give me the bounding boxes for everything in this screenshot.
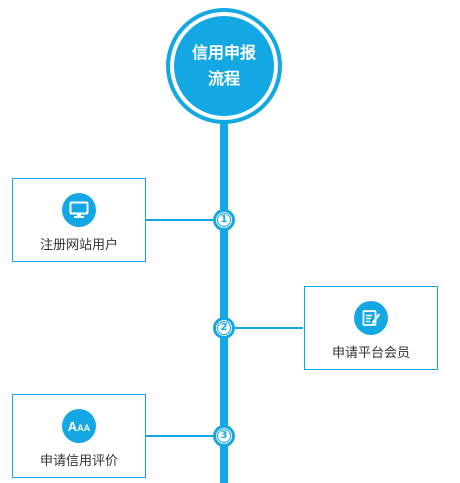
title-line-1: 信用申报 xyxy=(191,43,256,62)
step-label-register: 注册网站用户 xyxy=(39,238,118,253)
step-node-1: 1 xyxy=(213,209,235,231)
step-node-2: 2 xyxy=(213,317,235,339)
document-edit-icon xyxy=(354,301,388,335)
step-number-1: 1 xyxy=(217,213,231,227)
step-box-register[interactable]: 注册网站用户 xyxy=(12,178,146,262)
step-label-member: 申请平台会员 xyxy=(331,346,410,361)
monitor-icon xyxy=(62,193,96,227)
title-circle-inner: 信用申报 流程 xyxy=(174,16,274,116)
step-number-2: 2 xyxy=(217,321,231,335)
step-box-member[interactable]: 申请平台会员 xyxy=(304,286,438,370)
title-circle: 信用申报 流程 xyxy=(166,8,282,124)
timeline-line xyxy=(220,110,228,483)
step-node-3: 3 xyxy=(213,425,235,447)
connector-step-1 xyxy=(146,219,216,221)
title-circle-ring: 信用申报 流程 xyxy=(170,12,278,120)
title-line-2: 流程 xyxy=(207,69,240,88)
connector-step-3 xyxy=(146,435,216,437)
connector-step-2 xyxy=(233,327,303,329)
step-number-3: 3 xyxy=(217,429,231,443)
step-label-credit: 申请信用评价 xyxy=(39,454,118,469)
